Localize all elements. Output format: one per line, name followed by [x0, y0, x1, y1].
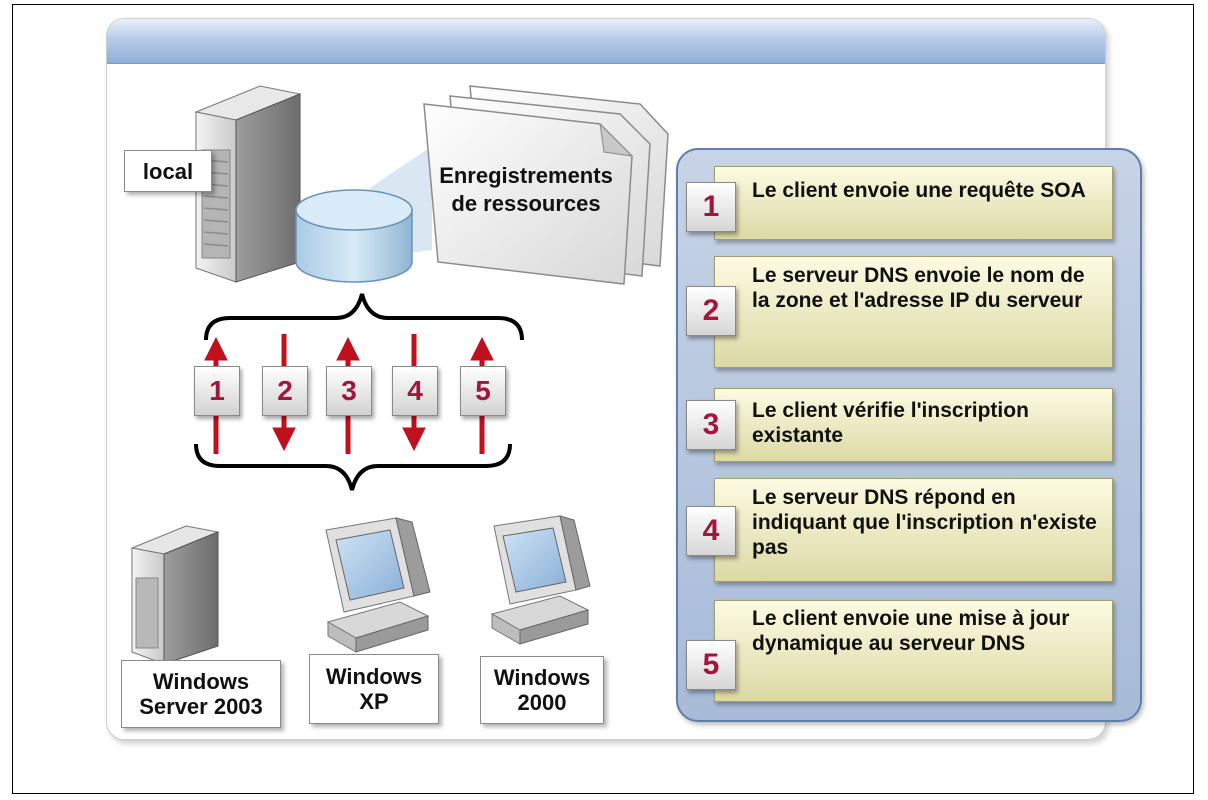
- step-box-1: [714, 166, 1113, 240]
- card-header-bar: [107, 19, 1105, 64]
- bottom-brace: [194, 443, 512, 491]
- step-box-2: [714, 256, 1113, 368]
- local-server-label: local: [124, 150, 212, 192]
- step-box-5: [714, 600, 1113, 702]
- step-number-1: 1: [686, 182, 736, 232]
- top-brace: [204, 293, 524, 341]
- windows-xp-pc-icon: [325, 517, 431, 653]
- step-text-1: Le client envoie une requête SOA: [752, 179, 1086, 202]
- step-number-2: 2: [686, 286, 736, 336]
- step-text-2: Le serveur DNS envoie le nom de la zone …: [752, 264, 1085, 312]
- client-label-windows-2000: Windows 2000: [480, 656, 604, 724]
- step-box-4: [714, 478, 1113, 582]
- exchange-number-5: 5: [460, 366, 506, 416]
- step-text-4: Le serveur DNS répond en indiquant que l…: [752, 486, 1097, 559]
- windows-2000-pc-icon: [490, 515, 591, 645]
- step-text-5: Le client envoie une mise à jour dynamiq…: [752, 607, 1070, 655]
- step-number-3: 3: [686, 400, 736, 450]
- exchange-number-4: 4: [392, 366, 438, 416]
- database-icon: [295, 189, 413, 283]
- step-number-4: 4: [686, 506, 736, 556]
- client-label-windows-server-2003: Windows Server 2003: [121, 660, 281, 728]
- exchange-number-1: 1: [194, 366, 240, 416]
- exchange-number-3: 3: [326, 366, 372, 416]
- step-box-3: [714, 388, 1113, 462]
- exchange-number-2: 2: [262, 366, 308, 416]
- resource-records-label: Enregistrements de ressources: [439, 163, 613, 216]
- client-label-windows-xp: Windows XP: [309, 654, 439, 724]
- resource-records-docs-icon: [423, 85, 669, 285]
- windows-server-2003-icon: [130, 525, 220, 665]
- step-text-3: Le client vérifie l'inscription existant…: [752, 399, 1029, 447]
- step-number-5: 5: [686, 640, 736, 690]
